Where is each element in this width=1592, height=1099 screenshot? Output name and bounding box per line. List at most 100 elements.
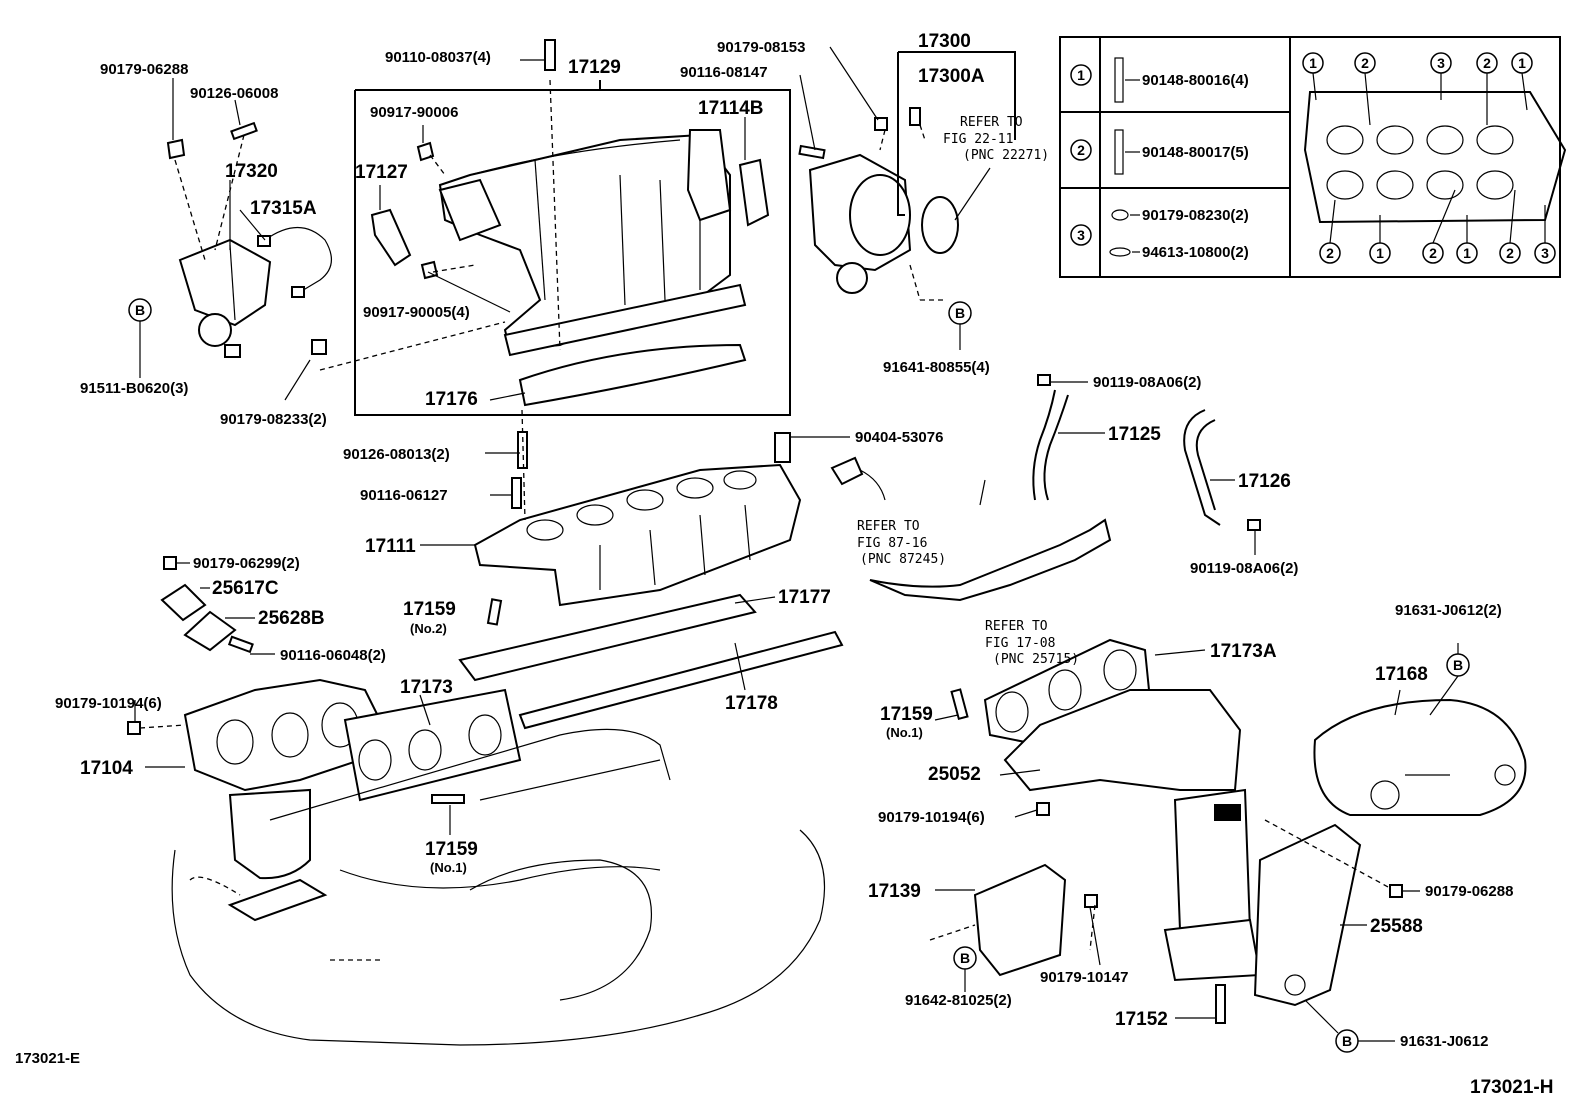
ref-22-11-line2: FIG 22-11 [943, 132, 1013, 147]
table-row-3-part-a: 90179-08230(2) [1142, 207, 1249, 224]
label-90126-08013: 90126-08013(2) [343, 446, 450, 463]
throttle-body-drawing [798, 107, 959, 294]
gasket-callout-top-4: 2 [1483, 55, 1491, 71]
ref-87-16-line1: REFER TO [857, 519, 920, 534]
label-90119-08A06-a: 90119-08A06(2) [1093, 374, 1201, 391]
table-row-1-num: 1 [1077, 67, 1085, 83]
gasket-top-callouts: 1 2 3 2 1 [1302, 52, 1533, 126]
gasket-17178-drawing [518, 630, 844, 730]
intake-group-box [354, 89, 791, 416]
label-17159-no2: 17159 [403, 599, 456, 620]
gasket-callout-bottom-6: 3 [1541, 245, 1549, 261]
gasket-callout-bottom-2: 1 [1376, 245, 1384, 261]
bolt-icon [1114, 57, 1124, 103]
nut-icon [1111, 209, 1129, 221]
pipe-17125-drawing [1032, 389, 1056, 501]
label-90179-06288-right: 90179-06288 [1425, 883, 1513, 900]
badge-b-label: B [1342, 1033, 1352, 1049]
gasket-25628B-drawing [183, 610, 237, 652]
gasket-callout-top-3: 3 [1437, 55, 1445, 71]
label-17320: 17320 [225, 161, 278, 182]
table-row-3-part-b: 94613-10800(2) [1142, 244, 1249, 261]
bolt-icon [1114, 129, 1124, 175]
intake-plenum-drawing [370, 129, 770, 357]
gasket-17177-drawing [458, 593, 757, 682]
gasket-17176-drawing [518, 343, 747, 407]
label-17159-no1-right: 17159 [880, 704, 933, 725]
bolt-icon [1037, 374, 1051, 386]
label-17159-no2-sub: (No.2) [410, 621, 447, 636]
label-25588: 25588 [1370, 916, 1423, 937]
label-17300: 17300 [918, 31, 971, 52]
label-17114B: 17114B [698, 98, 764, 119]
label-17173: 17173 [400, 677, 453, 698]
badge-b-label: B [135, 302, 145, 318]
badge-b-label: B [1453, 657, 1463, 673]
label-91511-B0620: 91511-B0620(3) [80, 380, 188, 397]
vsv-assembly-drawing [166, 121, 332, 358]
label-17152: 17152 [1115, 1009, 1168, 1030]
label-90119-08A06-b: 90119-08A06(2) [1190, 560, 1298, 577]
plate-25617C-drawing [160, 583, 207, 622]
leader-lines [134, 46, 1420, 1019]
nut-icon [1389, 884, 1403, 898]
label-90179-10194-right: 90179-10194(6) [878, 809, 985, 826]
bracket-17139-drawing [973, 863, 1067, 977]
label-90116-08147: 90116-08147 [680, 64, 768, 81]
bolt-icon [544, 39, 556, 71]
engine-block-outline [171, 728, 826, 1046]
label-25052: 25052 [928, 764, 981, 785]
label-91641-80855: 91641-80855(4) [883, 359, 990, 376]
badge-b-label: B [955, 305, 965, 321]
table-row-3-num: 3 [1077, 227, 1085, 243]
stud-icon [950, 688, 969, 721]
label-17173A: 17173A [1210, 641, 1277, 662]
gasket-callout-bottom-3: 2 [1429, 245, 1437, 261]
label-90179-08153: 90179-08153 [717, 39, 805, 56]
label-17111: 17111 [365, 536, 416, 557]
badge-b-label: B [960, 950, 970, 966]
bolt-reference-table: 1 2 3 2 1 2 1 2 1 2 3 1 2 3 90148-800 [1059, 36, 1567, 278]
nut-icon [163, 556, 177, 570]
diagram-code-left: 173021-E [15, 1050, 80, 1067]
gasket-callout-bottom-1: 2 [1326, 245, 1334, 261]
gasket-callout-bottom-4: 1 [1463, 245, 1471, 261]
label-17176: 17176 [425, 389, 478, 410]
label-90179-10147: 90179-10147 [1040, 969, 1128, 986]
ref-87-16-line2: FIG 87-16 [857, 536, 927, 551]
ref-22-11-line1: REFER TO [960, 115, 1023, 130]
label-17177: 17177 [778, 587, 831, 608]
gasket-callout-top-5: 1 [1518, 55, 1526, 71]
exhaust-manifold-left-drawing [183, 678, 382, 922]
gasket-callout-top-1: 1 [1309, 55, 1317, 71]
nut-icon [127, 721, 141, 735]
nut-icon [311, 339, 327, 355]
stud-icon [486, 598, 503, 626]
label-17104: 17104 [80, 758, 133, 779]
label-90126-06008: 90126-06008 [190, 85, 278, 102]
label-17168: 17168 [1375, 664, 1428, 685]
label-91631-J0612-top: 91631-J0612(2) [1395, 602, 1502, 619]
stud-icon [1215, 984, 1226, 1024]
ref-22-11-line3: (PNC 22271) [963, 148, 1049, 163]
exhaust-manifold-right-drawing [1003, 689, 1242, 792]
diagram-code-right: 173021-H [1470, 1077, 1553, 1098]
label-17125: 17125 [1108, 424, 1161, 445]
ref-17-08-line1: REFER TO [985, 619, 1048, 634]
pipe-17126-drawing [1183, 409, 1221, 526]
heat-shield-17168-drawing [1313, 698, 1527, 816]
label-90179-06288-top: 90179-06288 [100, 61, 188, 78]
label-90917-90005: 90917-90005(4) [363, 304, 470, 321]
stud-icon [511, 477, 522, 509]
label-17178: 17178 [725, 693, 778, 714]
label-90116-06048: 90116-06048(2) [280, 647, 386, 664]
label-90404-53076: 90404-53076 [855, 429, 943, 446]
label-91631-J0612-bottom: 91631-J0612 [1400, 1033, 1488, 1050]
gasket-callout-top-2: 2 [1361, 55, 1369, 71]
label-17159-no1-mid: 17159 [425, 839, 478, 860]
gasket-callout-bottom-5: 2 [1506, 245, 1514, 261]
label-91642-81025: 91642-81025(2) [905, 992, 1012, 1009]
label-90179-06299: 90179-06299(2) [193, 555, 300, 572]
